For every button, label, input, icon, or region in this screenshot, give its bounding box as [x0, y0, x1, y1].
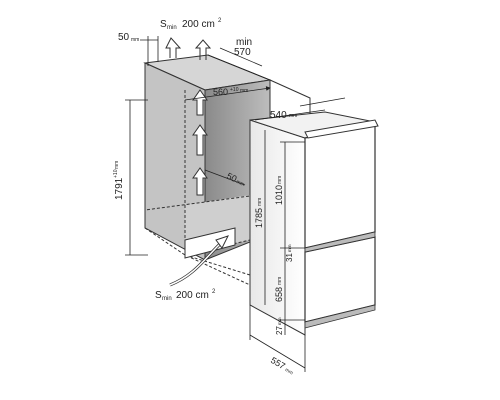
- label-vent-bottom-value: 200 cm: [176, 290, 209, 301]
- airflow-arrows: [165, 37, 229, 287]
- label-appliance-height-unit: mm: [257, 198, 263, 206]
- label-min: min: [236, 37, 252, 48]
- label-top-gap: 50: [118, 32, 130, 43]
- label-vent-top-sub: min: [167, 25, 177, 31]
- label-vent-bottom-sub: min: [162, 296, 172, 302]
- label-niche-depth: 570: [234, 47, 251, 58]
- label-niche-width-unit: mm: [240, 88, 248, 94]
- label-lower-door-unit: mm: [277, 277, 283, 285]
- label-appliance-height: 1785: [254, 208, 264, 228]
- label-bottom-gap: 27: [275, 326, 284, 335]
- label-vent-top-exp: 2: [218, 18, 222, 24]
- label-vent-top-value: 200 cm: [182, 19, 215, 30]
- label-niche-height-unit: mm: [114, 161, 120, 169]
- label-vent-bottom-prefix: S: [155, 290, 162, 301]
- label-bottom-gap-unit: mm: [277, 317, 282, 325]
- dimension-labels: 50 mm S min 200 cm 2 min 570 560 +10 mm …: [113, 18, 297, 376]
- label-upper-door: 1010: [274, 185, 284, 205]
- label-appliance-depth: 557: [269, 355, 287, 371]
- plinth-vent: [184, 227, 236, 259]
- label-niche-width: 560: [213, 87, 228, 97]
- label-vent-bottom-exp: 2: [212, 289, 216, 295]
- label-niche-width-tol: +10: [230, 87, 239, 93]
- label-door-gap-unit: mm: [287, 244, 292, 252]
- label-niche-height: 1791: [114, 177, 125, 200]
- upper-door: [304, 123, 376, 249]
- label-inner-gap-unit: mm: [235, 179, 245, 188]
- label-appliance-depth-unit: mm: [284, 367, 294, 376]
- label-door-gap: 31: [285, 253, 294, 262]
- appliance: [249, 111, 379, 336]
- label-appliance-width-unit: mm: [289, 113, 297, 119]
- label-niche-height-tol: +10: [113, 169, 119, 178]
- top-handle: [304, 119, 379, 139]
- label-inner-gap: 50: [225, 171, 238, 184]
- label-upper-door-unit: mm: [277, 176, 283, 184]
- label-top-gap-unit: mm: [131, 37, 139, 43]
- label-vent-top-prefix: S: [160, 19, 167, 30]
- label-lower-door: 658: [274, 287, 284, 302]
- label-appliance-width: 540: [270, 110, 287, 121]
